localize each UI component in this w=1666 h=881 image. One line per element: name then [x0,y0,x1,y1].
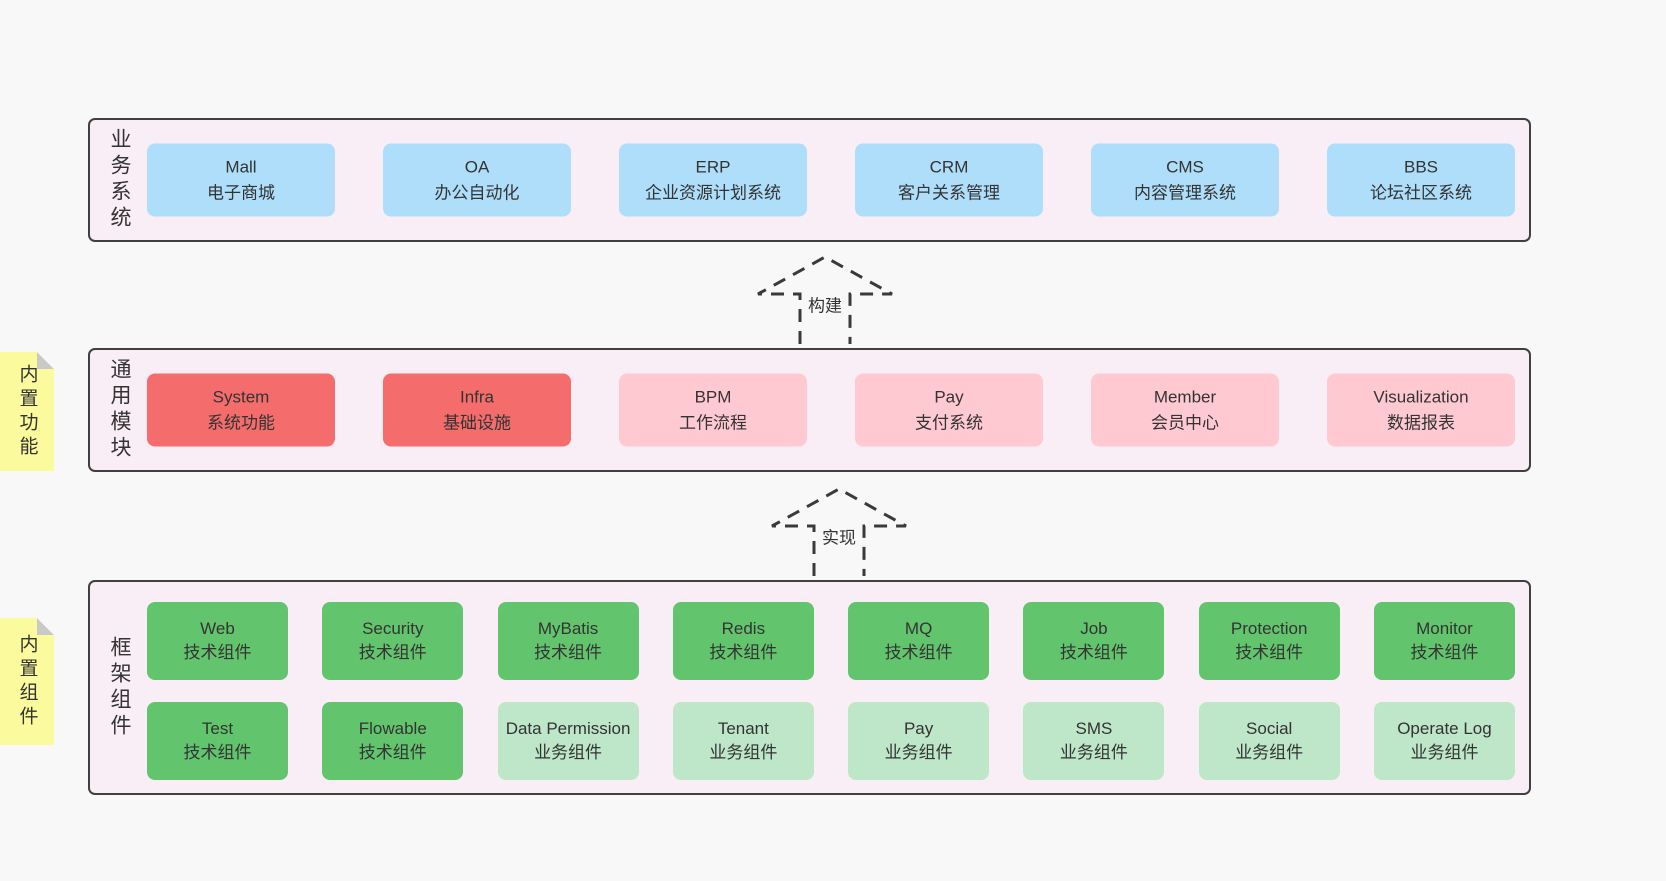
box-pay-system: Pay 支付系统 [855,373,1043,447]
box-test: Test 技术组件 [147,702,288,780]
arrow-implement-label: 实现 [819,522,859,550]
box-redis: Redis 技术组件 [672,602,814,680]
dashed-up-arrow [771,487,907,576]
box-sms: SMS 业务组件 [1023,702,1165,780]
framework-components-row-1: Web 技术组件 Security 技术组件 MyBatis 技术组件 Redi… [147,602,1515,680]
box-bpm: BPM 工作流程 [619,373,807,447]
box-mq: MQ 技术组件 [848,602,990,680]
framework-components-row-2: Test 技术组件 Flowable 技术组件 Data Permission … [147,702,1515,780]
box-data-permission: Data Permission 业务组件 [497,702,639,780]
box-oa: OA 办公自动化 [383,143,571,217]
box-mybatis: MyBatis 技术组件 [497,602,639,680]
business-systems-row: Mall 电子商城 OA 办公自动化 ERP 企业资源计划系统 CRM 客户关系… [147,143,1515,217]
box-system: System 系统功能 [147,373,335,447]
arrow-implement: 实现 [768,486,910,576]
box-job: Job 技术组件 [1023,602,1165,680]
box-security: Security 技术组件 [322,602,464,680]
sticky-note-label: 内置功能 [16,363,38,460]
box-monitor: Monitor 技术组件 [1373,602,1515,680]
sticky-fold-corner [37,618,54,635]
box-erp: ERP 企业资源计划系统 [619,143,807,217]
box-crm: CRM 客户关系管理 [855,143,1043,217]
box-flowable: Flowable 技术组件 [322,702,464,780]
sticky-note-built-in-features: 内置功能 [0,352,54,471]
common-modules-row: System 系统功能 Infra 基础设施 BPM 工作流程 Pay 支付系统… [147,373,1515,447]
box-infra: Infra 基础设施 [383,373,571,447]
sticky-note-label: 内置组件 [16,633,38,730]
box-social: Social 业务组件 [1198,702,1340,780]
band-label: 业务系统 [108,128,131,232]
band-framework-components: 框架组件 Web 技术组件 Security 技术组件 MyBatis 技术组件… [88,580,1531,795]
band-label: 框架组件 [108,635,131,740]
arrow-build-label: 构建 [805,290,845,318]
box-protection: Protection 技术组件 [1198,602,1340,680]
sticky-note-built-in-components: 内置组件 [0,618,54,745]
box-operate-log: Operate Log 业务组件 [1373,702,1515,780]
box-tenant: Tenant 业务组件 [672,702,814,780]
band-common-modules: 通用模块 System 系统功能 Infra 基础设施 BPM 工作流程 Pay… [88,348,1531,472]
box-mall: Mall 电子商城 [147,143,335,217]
arrow-build: 构建 [754,254,896,344]
box-pay-component: Pay 业务组件 [848,702,990,780]
band-label: 通用模块 [108,358,131,462]
box-cms: CMS 内容管理系统 [1091,143,1279,217]
dashed-up-arrow [757,255,893,344]
band-business-systems: 业务系统 Mall 电子商城 OA 办公自动化 ERP 企业资源计划系统 CRM… [88,118,1531,242]
box-visualization: Visualization 数据报表 [1327,373,1515,447]
box-member: Member 会员中心 [1091,373,1279,447]
sticky-fold-corner [37,352,54,369]
box-web: Web 技术组件 [147,602,288,680]
box-bbs: BBS 论坛社区系统 [1327,143,1515,217]
